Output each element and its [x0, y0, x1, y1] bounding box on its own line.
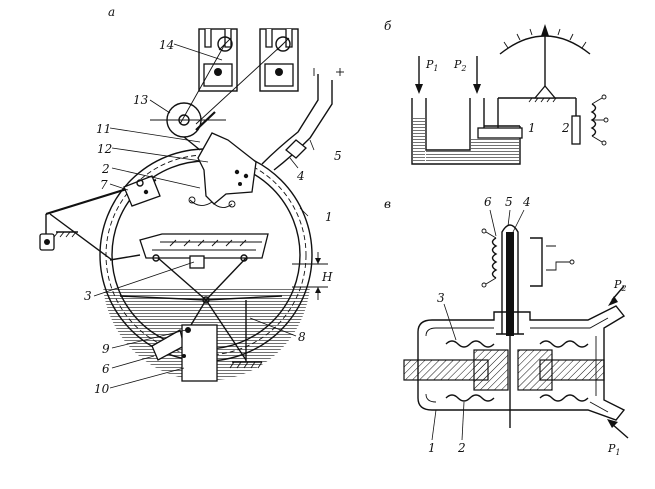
pressure-p2-b: P2 — [453, 58, 467, 73]
label-7: 7 — [100, 178, 108, 192]
label-5: 5 — [334, 149, 342, 163]
inner-truss — [139, 233, 269, 259]
label-b-2: 2 — [561, 121, 570, 135]
panel-b-bell-gauge: б P1 P2 1 2 — [384, 19, 609, 165]
panel-b-letter: б — [384, 19, 392, 33]
panel-a-letter: а — [108, 5, 115, 19]
label-c-5: 5 — [505, 195, 513, 209]
label-c-6: 6 — [484, 195, 492, 209]
label-9: 9 — [102, 342, 110, 356]
coil-6 — [491, 237, 498, 279]
pressure-p1-c: P1 — [607, 442, 621, 457]
label-6: 6 — [102, 362, 110, 376]
label-14: 14 — [159, 38, 174, 52]
knife-bracket — [197, 132, 257, 205]
pendulum-weight — [181, 324, 218, 382]
label-c-1: 1 — [428, 441, 436, 455]
label-4: 4 — [296, 169, 305, 183]
pressure-p2-c: P2 — [613, 278, 627, 293]
label-2: 2 — [101, 162, 110, 176]
panel-c-letter: в — [384, 197, 391, 211]
label-13: 13 — [133, 93, 149, 107]
bell — [477, 127, 523, 139]
label-H: H — [321, 270, 333, 284]
label-3: 3 — [84, 289, 92, 303]
terminal-block-left — [198, 28, 238, 92]
core-4 — [506, 232, 514, 336]
panel-c-bellows-gauge: в 6 5 4 3 1 2 P2 P1 — [384, 195, 629, 457]
label-b-1: 1 — [528, 121, 536, 135]
core-2 — [571, 115, 581, 145]
panel-a-ring-balance: а 14 13 11 12 2 7 4 5 1 3 9 6 10 8 H — [39, 5, 344, 396]
terminal-block-right — [259, 28, 299, 92]
housing — [417, 305, 626, 421]
label-10: 10 — [94, 382, 110, 396]
bellows-2-left — [445, 394, 495, 402]
label-1: 1 — [325, 210, 333, 224]
label-c-3: 3 — [437, 291, 445, 305]
pressure-p1-b: P1 — [425, 58, 439, 73]
label-c-4: 4 — [522, 195, 531, 209]
label-c-2: 2 — [457, 441, 466, 455]
label-11: 11 — [96, 122, 111, 136]
bellows-3-left — [445, 340, 495, 348]
label-8: 8 — [298, 330, 306, 344]
label-12: 12 — [97, 142, 112, 156]
